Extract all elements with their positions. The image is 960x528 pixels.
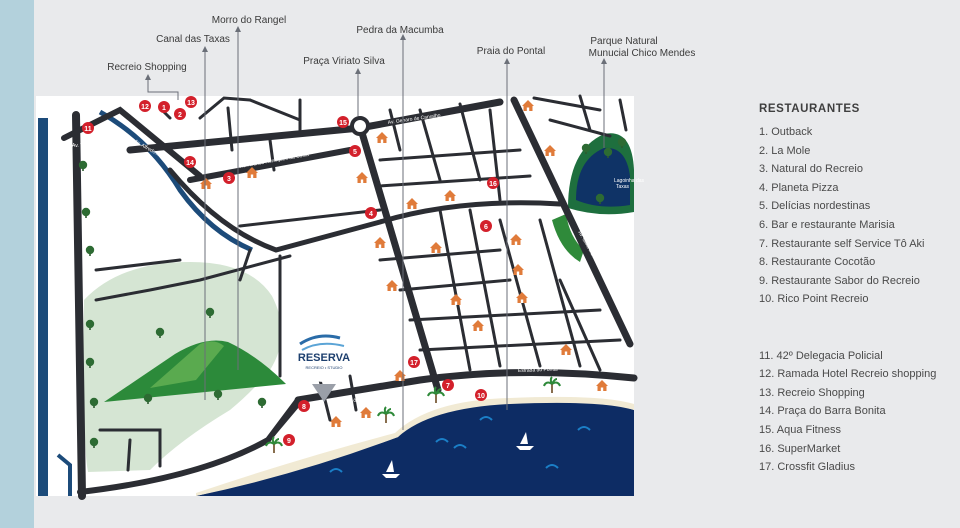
marker-5[interactable]: 5 bbox=[349, 145, 361, 157]
map-area: Av. T. Viana Av. Alfredo... Av. Genaro d… bbox=[36, 94, 645, 500]
lagoon-label-1: Lagoinha das bbox=[614, 178, 645, 184]
callout-parque-natural-line1: Parque Natural bbox=[590, 36, 657, 47]
svg-text:3: 3 bbox=[227, 176, 231, 183]
legend-item: 13. Recreio Shopping bbox=[759, 387, 865, 399]
callout-recreio-shopping: Recreio Shopping bbox=[107, 62, 187, 73]
marker-10[interactable]: 10 bbox=[475, 389, 487, 401]
callout-morro-do-rangel: Morro do Rangel bbox=[212, 15, 286, 26]
marker-3[interactable]: 3 bbox=[223, 172, 235, 184]
marker-4[interactable]: 4 bbox=[365, 207, 377, 219]
street-label-estrada-lower: Estrada do Pontal bbox=[149, 481, 189, 492]
legend-item: 2. La Mole bbox=[759, 145, 811, 157]
legend-item: 3. Natural do Recreio bbox=[759, 163, 863, 175]
callout-arrows bbox=[145, 26, 607, 80]
legend-item: 8. Restaurante Cocotão bbox=[759, 256, 876, 268]
svg-text:1: 1 bbox=[162, 105, 166, 112]
callout-pedra-da-macumba: Pedra da Macumba bbox=[356, 25, 444, 36]
marker-1[interactable]: 1 bbox=[158, 101, 170, 113]
svg-text:10: 10 bbox=[477, 393, 485, 400]
svg-text:11: 11 bbox=[84, 126, 92, 133]
left-decorative-strip bbox=[0, 0, 34, 528]
marker-15[interactable]: 15 bbox=[337, 116, 349, 128]
svg-text:4: 4 bbox=[369, 211, 373, 218]
marker-2[interactable]: 2 bbox=[174, 108, 186, 120]
marker-6[interactable]: 6 bbox=[480, 220, 492, 232]
street-label-t-viana: Av. T. Viana bbox=[72, 143, 98, 149]
lagoon-label-2: Taxas bbox=[616, 184, 630, 190]
svg-text:16: 16 bbox=[489, 181, 497, 188]
callout-praia-do-pontal: Praia do Pontal bbox=[477, 46, 545, 57]
svg-text:12: 12 bbox=[141, 104, 149, 111]
marker-16[interactable]: 16 bbox=[487, 177, 499, 189]
svg-text:8: 8 bbox=[302, 404, 306, 411]
legend-item: 9. Restaurante Sabor do Recreio bbox=[759, 275, 920, 287]
legend-item: 14. Praça do Barra Bonita bbox=[759, 405, 886, 417]
marker-11[interactable]: 11 bbox=[82, 122, 94, 134]
legend-item: 11. 42º Delegacia Policial bbox=[759, 350, 883, 362]
boat-icon bbox=[382, 460, 400, 478]
svg-text:6: 6 bbox=[484, 224, 488, 231]
marker-9[interactable]: 9 bbox=[283, 434, 295, 446]
boat-icon bbox=[516, 432, 534, 450]
marker-12[interactable]: 12 bbox=[139, 100, 151, 112]
reserva-logo-pin[interactable]: RESERVA RECREIO • STUDIO bbox=[294, 322, 358, 402]
marker-8[interactable]: 8 bbox=[298, 400, 310, 412]
street-label-estrada-upper: Estrada do Pontal bbox=[518, 367, 558, 374]
svg-text:5: 5 bbox=[353, 149, 357, 156]
legend-item: 16. SuperMarket bbox=[759, 443, 841, 455]
legend-item: 5. Delícias nordestinas bbox=[759, 200, 871, 212]
callout-praca-viriato-silva: Praça Viriato Silva bbox=[303, 56, 385, 67]
legend-title: RESTAURANTES bbox=[759, 103, 860, 115]
svg-text:14: 14 bbox=[186, 160, 194, 167]
legend-item: 7. Restaurante self Service Tô Aki bbox=[759, 238, 925, 250]
callout-parque-natural-line2: Munucial Chico Mendes bbox=[589, 48, 696, 59]
marker-14[interactable]: 14 bbox=[184, 156, 196, 168]
legend-item: 12. Ramada Hotel Recreio shopping bbox=[759, 368, 937, 380]
canal-das-taxas bbox=[98, 109, 253, 253]
markers: 1 2 3 4 5 6 7 8 9 10 11 12 13 14 15 16 1… bbox=[82, 96, 499, 446]
marker-7[interactable]: 7 bbox=[442, 379, 454, 391]
svg-text:13: 13 bbox=[187, 100, 195, 107]
svg-text:15: 15 bbox=[339, 120, 347, 127]
waves bbox=[329, 416, 591, 473]
legend-item: 1. Outback bbox=[759, 126, 813, 138]
legend-item: 10. Rico Point Recreio bbox=[759, 293, 869, 305]
legend-item: 17. Crossfit Gladius bbox=[759, 461, 855, 473]
marker-13[interactable]: 13 bbox=[185, 96, 197, 108]
svg-text:17: 17 bbox=[410, 360, 418, 367]
logo-name: RESERVA bbox=[298, 352, 350, 364]
ocean bbox=[196, 401, 634, 496]
legend-item: 15. Aqua Fitness bbox=[759, 424, 841, 436]
logo-tagline: RECREIO • STUDIO bbox=[306, 365, 343, 370]
neighborhood-map[interactable]: Av. T. Viana Av. Alfredo... Av. Genaro d… bbox=[0, 0, 760, 528]
svg-text:9: 9 bbox=[287, 438, 291, 445]
callout-canal-das-taxas: Canal das Taxas bbox=[156, 34, 230, 45]
legend-item: 6. Bar e restaurante Marisia bbox=[759, 219, 895, 231]
legend-item: 4. Planeta Pizza bbox=[759, 182, 839, 194]
svg-text:7: 7 bbox=[446, 383, 450, 390]
svg-text:2: 2 bbox=[178, 112, 182, 119]
callout-lines bbox=[147, 30, 605, 430]
marker-17[interactable]: 17 bbox=[408, 356, 420, 368]
